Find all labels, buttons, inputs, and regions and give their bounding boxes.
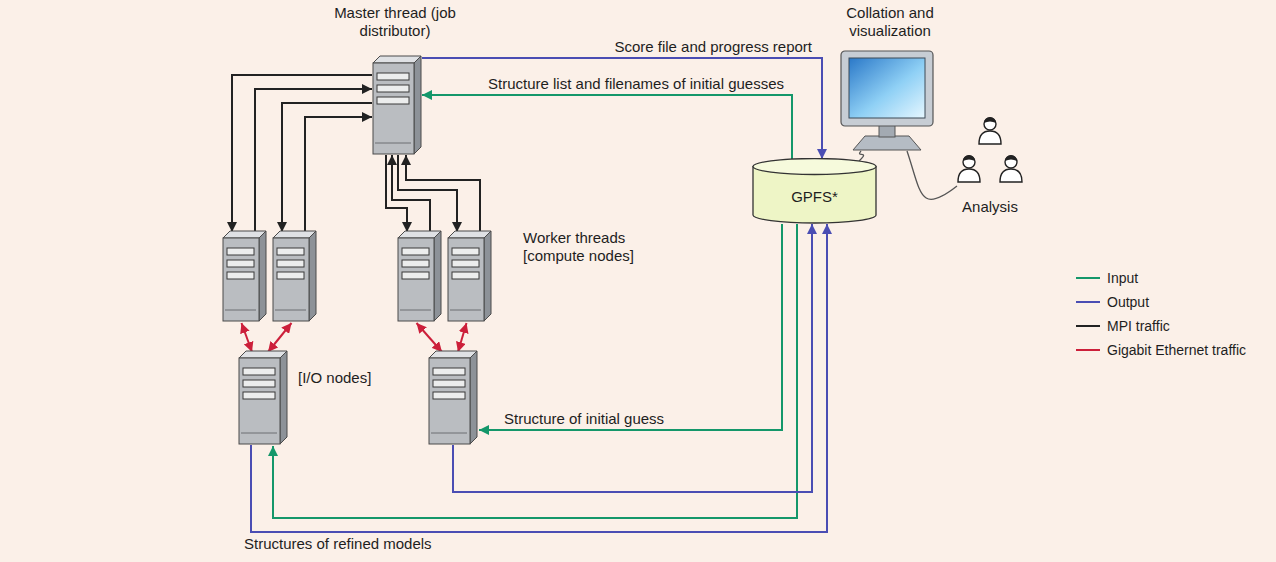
connector-line bbox=[422, 58, 822, 159]
legend-row: Gigabit Ethernet traffic bbox=[1076, 338, 1246, 362]
connector bbox=[242, 323, 467, 352]
people-icon bbox=[955, 112, 1025, 192]
node-label: Analysis bbox=[945, 198, 1035, 216]
workstation: Collation and visualization bbox=[815, 4, 965, 154]
connector-line bbox=[242, 323, 253, 352]
node-label: Collation and visualization bbox=[830, 4, 950, 40]
connector bbox=[422, 58, 822, 159]
edge-label: Structures of refined models bbox=[242, 535, 434, 552]
node-label: GPFS* bbox=[752, 188, 877, 206]
legend-text: Input bbox=[1107, 270, 1138, 286]
server-icon bbox=[372, 55, 422, 155]
connector-line bbox=[422, 95, 792, 159]
connector-line bbox=[859, 151, 864, 161]
worker-group: Worker threads [compute nodes] bbox=[215, 225, 660, 325]
server-icon bbox=[397, 230, 442, 322]
legend-line bbox=[1076, 297, 1100, 307]
legend-line bbox=[1076, 273, 1100, 283]
node-label: [I/O nodes] bbox=[298, 369, 398, 387]
connector-line bbox=[453, 224, 812, 492]
edge-label: Score file and progress report bbox=[612, 38, 814, 55]
legend: InputOutputMPI trafficGigabit Ethernet t… bbox=[1076, 266, 1246, 362]
server-icon bbox=[428, 350, 478, 445]
legend-row: MPI traffic bbox=[1076, 314, 1246, 338]
connector bbox=[859, 151, 864, 161]
legend-text: MPI traffic bbox=[1107, 318, 1170, 334]
io-group: [I/O nodes] bbox=[230, 345, 490, 450]
connector-line bbox=[282, 103, 372, 232]
edge-label: Structure of initial guess bbox=[502, 410, 666, 427]
edge-label: Structure list and filenames of initial … bbox=[486, 75, 786, 92]
master-server: Master thread (job distributor) bbox=[325, 4, 465, 156]
connector-line bbox=[305, 117, 372, 232]
node-label: Master thread (job distributor) bbox=[325, 4, 465, 40]
legend-row: Output bbox=[1076, 290, 1246, 314]
connector-line bbox=[406, 155, 480, 232]
connector-line bbox=[251, 224, 827, 532]
connector bbox=[422, 95, 792, 159]
node-label: Worker threads [compute nodes] bbox=[523, 229, 658, 265]
legend-line bbox=[1076, 321, 1100, 331]
connector-line bbox=[479, 224, 782, 430]
connector bbox=[251, 224, 827, 532]
connector bbox=[232, 75, 480, 232]
server-icon bbox=[238, 350, 288, 445]
legend-row: Input bbox=[1076, 266, 1246, 290]
connector-line bbox=[273, 224, 797, 518]
legend-text: Output bbox=[1107, 294, 1149, 310]
analysts: Analysis bbox=[945, 112, 1035, 222]
legend-line bbox=[1076, 345, 1100, 355]
connector-line bbox=[417, 323, 443, 352]
connector-line bbox=[255, 89, 372, 232]
connector-line bbox=[268, 323, 292, 352]
server-icon bbox=[447, 230, 492, 322]
connector-line bbox=[907, 151, 957, 199]
connector bbox=[907, 151, 957, 199]
legend-text: Gigabit Ethernet traffic bbox=[1107, 342, 1246, 358]
connector bbox=[273, 224, 797, 518]
connector-line bbox=[458, 323, 467, 352]
server-icon bbox=[272, 230, 317, 322]
server-icon bbox=[222, 230, 267, 322]
connector-line bbox=[232, 75, 372, 232]
connector-line bbox=[386, 155, 407, 232]
storage-node: GPFS* bbox=[752, 158, 877, 224]
monitor-icon bbox=[837, 48, 937, 152]
